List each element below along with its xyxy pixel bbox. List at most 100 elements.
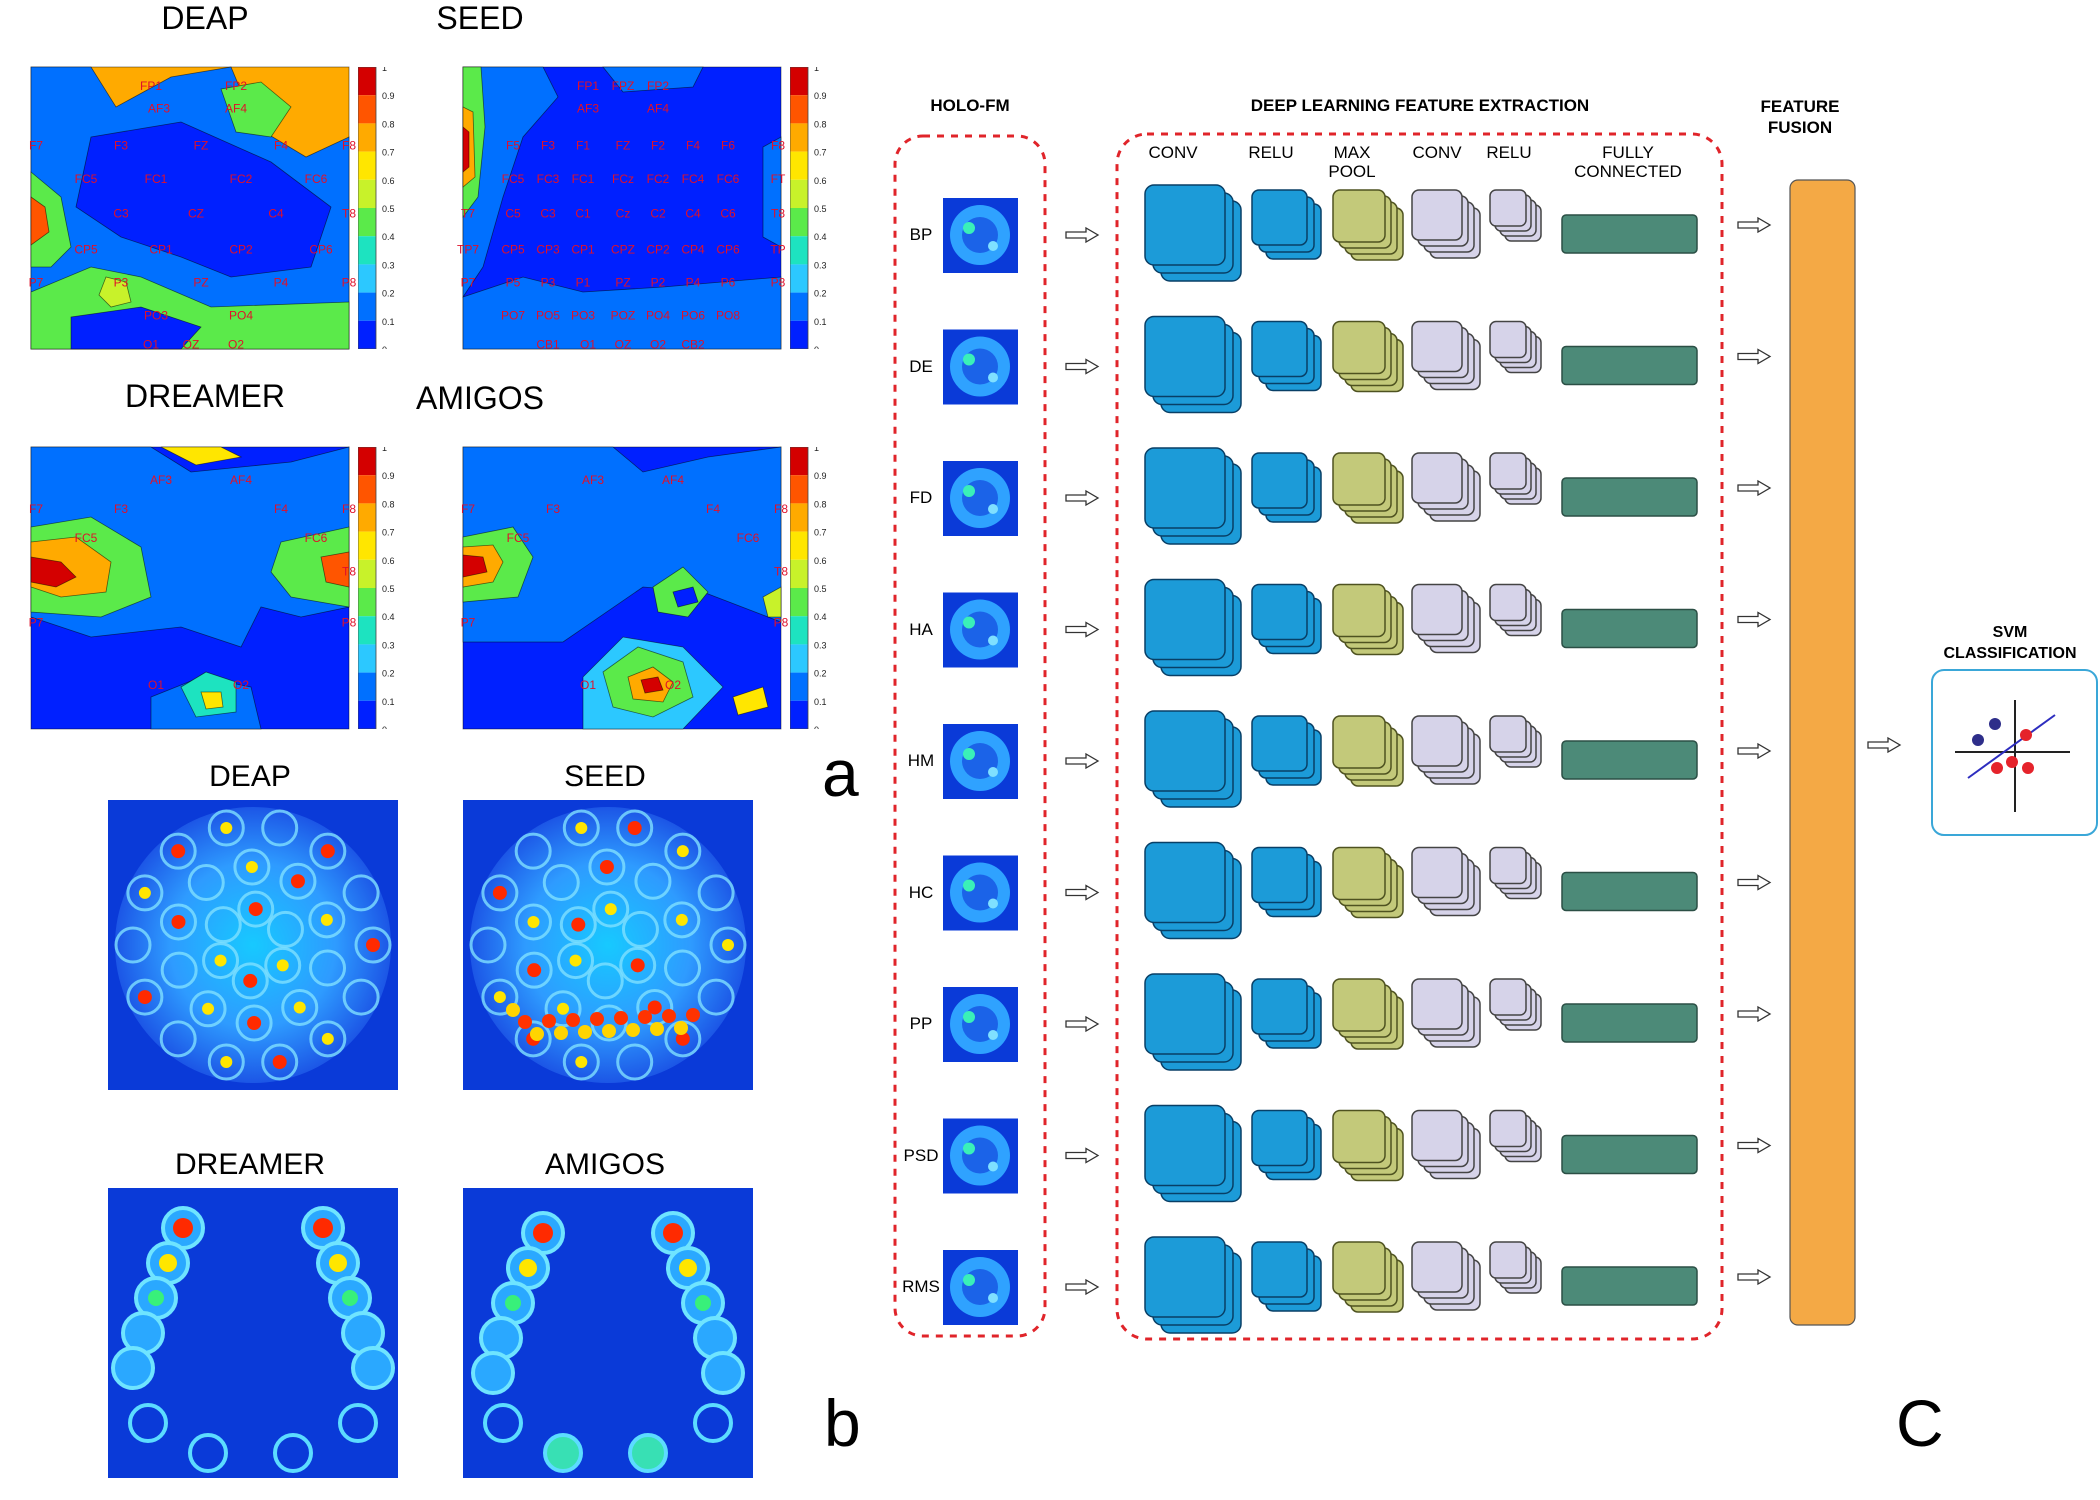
thumb-spot <box>988 504 998 514</box>
electrode-label: AF4 <box>230 473 252 487</box>
electrode-label: PO4 <box>229 309 253 323</box>
electrode-label: FZ <box>616 139 631 153</box>
conv2-block <box>1411 1109 1463 1162</box>
feature-label-pp: PP <box>909 1014 933 1033</box>
hologram-ring <box>338 1403 378 1443</box>
colorbar-frame <box>358 447 377 729</box>
contour-region <box>762 586 782 618</box>
hologram-ring <box>279 862 317 900</box>
relu-block <box>1251 1109 1308 1167</box>
hotspot <box>290 874 305 889</box>
colorbar-tick: 1 <box>814 67 819 73</box>
hologram-ring <box>273 1433 313 1473</box>
feature-fusion-bar <box>1789 179 1856 1326</box>
conv2-block <box>1411 189 1463 241</box>
colorbar-tick: 0.1 <box>382 697 395 707</box>
electrode-label: P4 <box>686 276 701 290</box>
colorbar-segment <box>358 236 376 265</box>
electrode-label: FC5 <box>75 172 98 186</box>
electrode-label: FC6 <box>717 172 740 186</box>
hologram-ring <box>586 962 624 1000</box>
hotspot <box>590 1012 604 1026</box>
electrode-label: P7 <box>29 276 44 290</box>
hotspot <box>578 1025 592 1039</box>
colorbar-segment <box>358 559 376 588</box>
electrode-label: T7 <box>461 207 475 221</box>
hologram-ring <box>514 832 552 870</box>
contour-region <box>30 196 50 246</box>
hologram-ring <box>628 1433 668 1473</box>
electrode-label: CP4 <box>681 242 705 256</box>
hologram-ring <box>261 809 299 847</box>
fusion-title-line2: FUSION <box>1767 118 1833 137</box>
electrode-label: FC3 <box>537 172 560 186</box>
colorbar-segment <box>358 292 376 321</box>
hotspot <box>248 902 263 917</box>
hotspot <box>602 1024 616 1038</box>
layer-label: CONV <box>1367 143 1507 162</box>
thumb-spot <box>988 898 998 909</box>
holo-title-amigos: AMIGOS <box>544 1148 665 1181</box>
thumb-spot <box>963 485 975 497</box>
fc-block <box>1561 1003 1698 1043</box>
colorbar-tick: 0 <box>382 345 387 349</box>
electrode-label: F8 <box>774 502 788 516</box>
electrode-label: F3 <box>541 139 555 153</box>
pool-block <box>1332 452 1386 506</box>
electrode-label: AF3 <box>582 473 604 487</box>
row-arrow-in <box>1065 621 1100 638</box>
electrode-label: F4 <box>686 139 700 153</box>
electrode-label: C3 <box>113 207 129 221</box>
hologram-ring <box>588 848 626 886</box>
pool-block <box>1332 1109 1386 1164</box>
electrode-label: F4 <box>274 139 288 153</box>
relu2-block <box>1489 715 1527 753</box>
hologram-amigos <box>463 1188 753 1478</box>
electrode-label: F8 <box>771 139 785 153</box>
hologram-ring <box>544 990 582 1028</box>
relu2-block <box>1489 978 1527 1016</box>
fc-block <box>1561 608 1698 649</box>
hotspot <box>542 1014 556 1028</box>
panel-letter-a: a <box>822 736 859 810</box>
hotspot <box>366 938 380 952</box>
electrode-label: FP2 <box>225 79 247 93</box>
hotspot <box>148 1290 164 1306</box>
hologram-ring <box>514 1020 552 1058</box>
colorbar-segment <box>790 475 808 504</box>
colorbar-tick: 1 <box>382 67 387 73</box>
hologram-ring <box>481 978 519 1016</box>
colorbar-segment <box>790 588 808 617</box>
colorbar-segment <box>790 264 808 293</box>
layer-label-line1: MAX <box>1333 143 1371 162</box>
electrode-label: C3 <box>540 207 556 221</box>
hotspot <box>505 1295 521 1311</box>
hologram-ring <box>189 990 227 1028</box>
colorbar-tick: 0.8 <box>382 119 395 129</box>
hotspot <box>566 1013 580 1027</box>
colorbar-tick: 0.9 <box>814 91 827 101</box>
colorbar-tick: 0.6 <box>382 176 395 186</box>
electrode-label: FC5 <box>75 531 98 545</box>
electrode-label: CP2 <box>229 242 253 256</box>
thumb-spot <box>963 353 975 366</box>
contour-region <box>462 66 559 299</box>
colorbar-segment <box>790 503 808 532</box>
electrode-label: CP5 <box>501 242 525 256</box>
colorbar-tick: 0.1 <box>814 697 827 707</box>
hologram-ring <box>111 1346 155 1390</box>
hotspot <box>519 1259 537 1277</box>
colorbar-segment <box>358 672 376 701</box>
electrode-label: F4 <box>274 502 288 516</box>
colorbar-segment <box>358 447 376 476</box>
hologram-ring <box>128 1403 168 1443</box>
colorbar-tick: 0.6 <box>382 556 395 566</box>
hologram-ring <box>309 949 347 987</box>
electrode-label: T8 <box>342 207 356 221</box>
hotspot <box>674 1021 688 1035</box>
electrode-label: FC1 <box>572 172 595 186</box>
electrode-label: C1 <box>575 207 591 221</box>
thumb-spot <box>963 1274 975 1286</box>
